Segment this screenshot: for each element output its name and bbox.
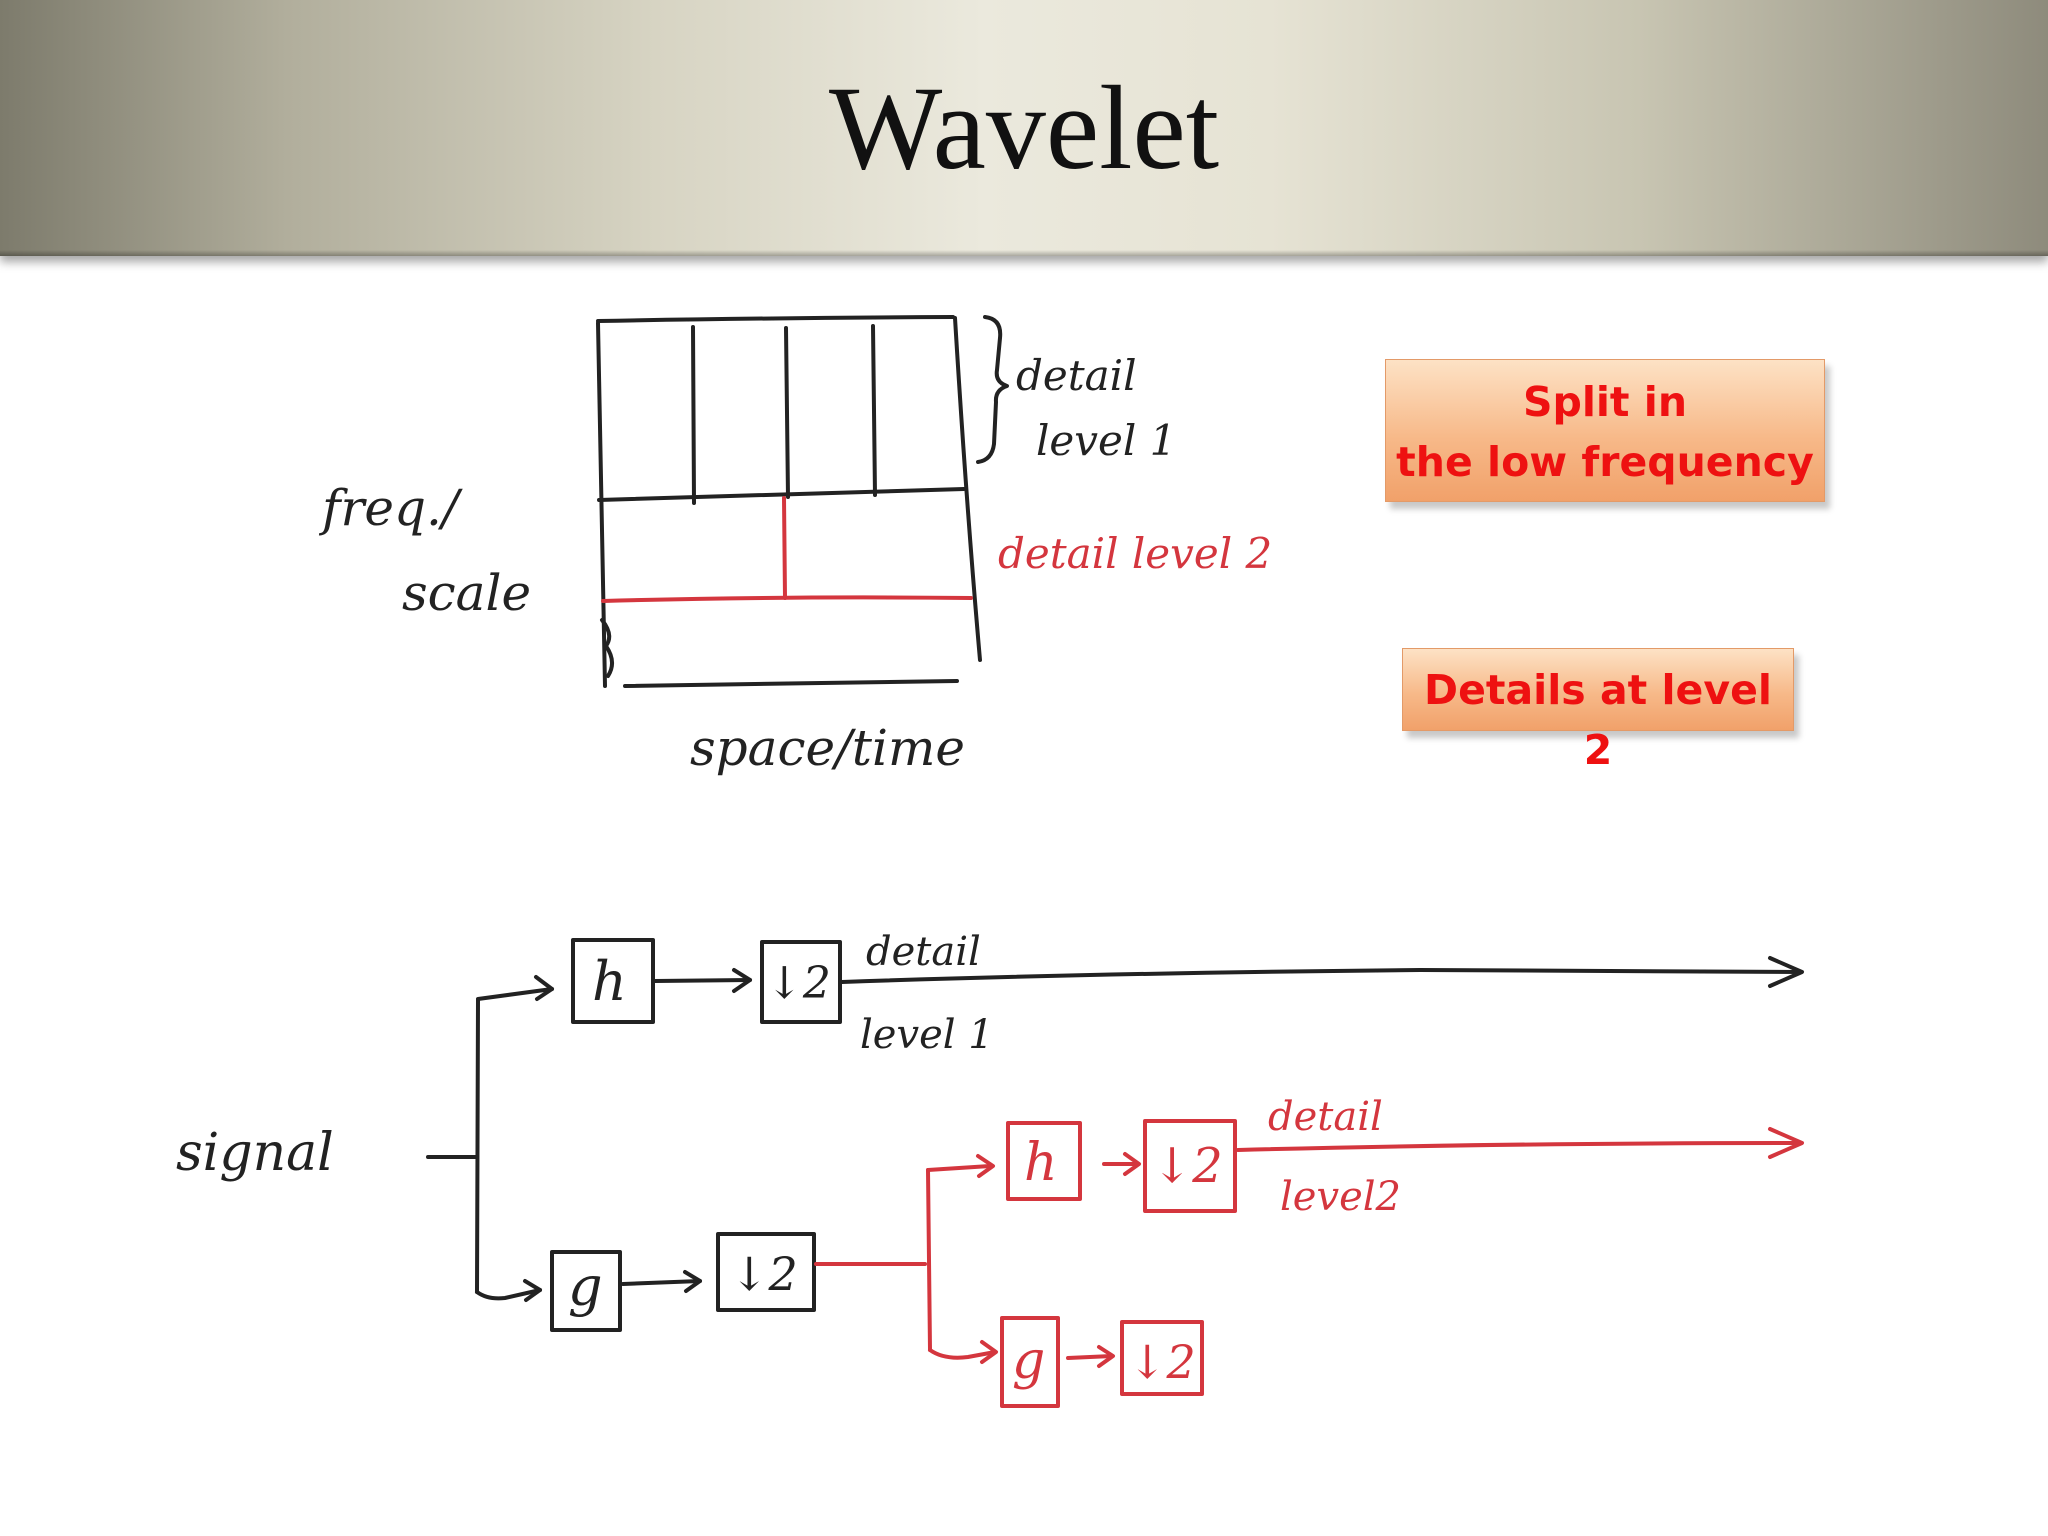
- downsample-box-4: [1120, 1320, 1204, 1396]
- g2-filter-box: [1000, 1316, 1060, 1408]
- arrow-to-h: [476, 987, 554, 1001]
- arrow-h-to-ds: [653, 978, 752, 983]
- arrow-to-g: [475, 1288, 542, 1301]
- downsample-box-3: [1143, 1119, 1237, 1213]
- detail-level1-output: [840, 968, 1802, 984]
- signal-label: signal: [176, 1123, 334, 1183]
- split-vertical-2: [926, 1168, 932, 1352]
- arrowhead-icon: [534, 975, 554, 1001]
- arrowhead-icon: [1768, 956, 1804, 988]
- downsample-symbol-2: ↓2: [730, 1247, 798, 1301]
- arrow-to-h2: [926, 1164, 992, 1172]
- detail-level2-output: [1236, 1141, 1802, 1152]
- tiling-grid: [596, 315, 1009, 688]
- downsample-symbol-1: ↓2: [766, 958, 831, 1009]
- scale-label: scale: [402, 564, 531, 622]
- detail-label-1a: detail: [1016, 351, 1137, 400]
- downsample-symbol-4: ↓2: [1128, 1335, 1196, 1389]
- arrow-g2-to-ds: [1066, 1354, 1114, 1360]
- arrow-to-g2: [928, 1348, 997, 1360]
- arrowhead-icon: [1123, 1152, 1141, 1176]
- detail-level2-text-b: level2: [1280, 1174, 1401, 1220]
- slide-title: Wavelet: [828, 61, 1220, 194]
- callout-text: Details at level 2: [1424, 666, 1772, 774]
- grid-col-1: [691, 325, 696, 505]
- grid-top-edge: [596, 315, 955, 323]
- details-level2-callout: Details at level 2: [1402, 648, 1794, 774]
- grid-left-edge: [596, 321, 607, 688]
- g2-filter-symbol: g: [1012, 1331, 1045, 1391]
- g-filter-symbol: g: [568, 1255, 603, 1318]
- arrowhead-icon: [980, 1340, 998, 1364]
- arrowhead-icon: [1097, 1345, 1115, 1368]
- arrow-g-to-ds: [621, 1279, 702, 1286]
- space-time-label: space/time: [690, 719, 965, 777]
- h-filter-symbol: h: [592, 950, 627, 1013]
- g-filter-box: [550, 1250, 622, 1332]
- level2-divider: [601, 595, 973, 603]
- grid-corner-tick: [600, 618, 614, 678]
- arrowhead-icon: [683, 1270, 702, 1293]
- arrowhead-icon: [1768, 1127, 1804, 1159]
- arrowhead-icon: [732, 968, 752, 993]
- h2-filter-symbol: h: [1024, 1133, 1058, 1193]
- freq-label: freq./: [318, 479, 463, 537]
- arrowhead-icon: [976, 1154, 995, 1178]
- grid-level1-divider: [597, 487, 966, 502]
- filter-bank-level2: [814, 1119, 1804, 1408]
- filter-bank-level1: [426, 938, 1804, 1332]
- title-bar: Wavelet: [0, 0, 2048, 256]
- split-vertical: [475, 998, 480, 1294]
- detail-level1-text-b: level 1: [860, 1012, 994, 1058]
- arrowhead-icon: [523, 1279, 542, 1302]
- detail-label-1b: level 1: [1036, 416, 1176, 465]
- level2-col: [782, 496, 787, 600]
- h2-filter-box: [1006, 1121, 1082, 1201]
- callout-line-1: Split in: [1522, 378, 1688, 426]
- detail-level2-text-a: detail: [1268, 1094, 1383, 1140]
- grid-col-2: [784, 326, 790, 499]
- downsample-box-2: [716, 1232, 816, 1312]
- grid-right-edge: [953, 316, 982, 662]
- split-low-frequency-callout: Split in the low frequency: [1385, 359, 1825, 502]
- callout-line-2: the low frequency: [1396, 438, 1814, 486]
- grid-col-3: [871, 324, 877, 497]
- downsample-symbol-3: ↓2: [1152, 1138, 1223, 1194]
- tiling-grid-level2: [601, 496, 973, 603]
- level1-brace-icon: [976, 315, 1009, 464]
- detail-level1-text-a: detail: [866, 929, 981, 975]
- grid-bottom-baseline: [623, 679, 959, 688]
- detail-level2-label: detail level 2: [998, 529, 1272, 578]
